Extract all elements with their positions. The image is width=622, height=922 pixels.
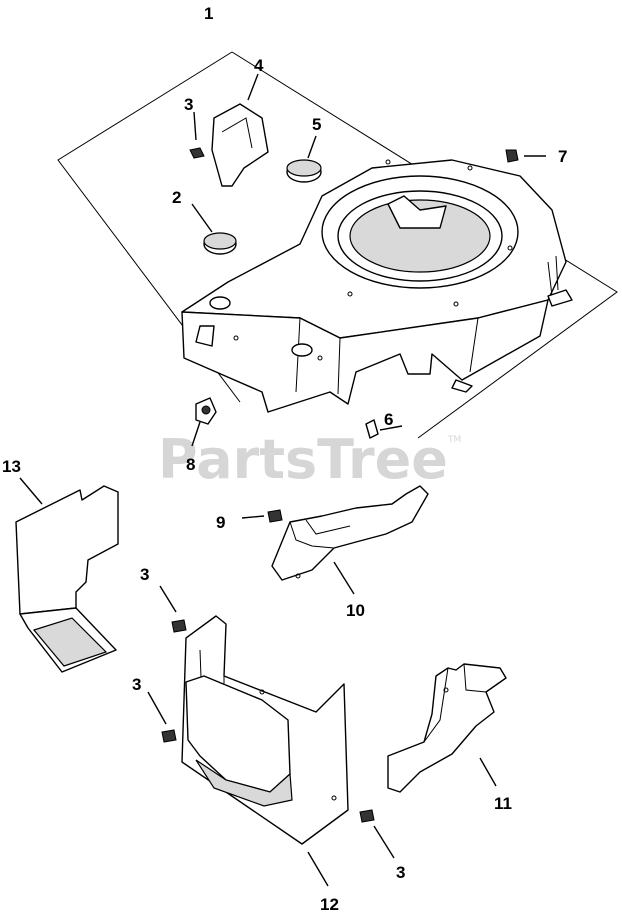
screw-part-9[interactable]: [241, 509, 283, 523]
callout-12: 12: [320, 895, 339, 914]
screw-part-7[interactable]: [505, 149, 546, 163]
screw-part-3-mid[interactable]: [159, 585, 187, 633]
assembly-boundary: [57, 51, 618, 439]
bracket-part-10[interactable]: [271, 485, 429, 595]
callout-2: 2: [172, 188, 181, 207]
shield-part-13[interactable]: [15, 477, 119, 673]
watermark-trademark: TM: [447, 435, 461, 445]
callout-1: 1: [204, 4, 213, 23]
callout-3-bottom: 3: [396, 863, 405, 882]
callout-8: 8: [186, 455, 195, 474]
watermark-text: PartsTree: [158, 428, 448, 491]
callout-3-top: 3: [184, 95, 193, 114]
screw-part-3-top[interactable]: [189, 111, 205, 159]
callout-6: 6: [384, 410, 393, 429]
grommet-part-8[interactable]: [191, 397, 217, 447]
plug-part-2[interactable]: [191, 203, 237, 255]
blower-housing[interactable]: [181, 159, 573, 413]
screw-part-3-left[interactable]: [147, 691, 177, 743]
callout-10: 10: [346, 601, 365, 620]
callout-3-left: 3: [132, 675, 141, 694]
callout-3-mid: 3: [140, 565, 149, 584]
callout-13: 13: [2, 457, 21, 476]
callout-7: 7: [558, 147, 567, 166]
shroud-part-12[interactable]: [181, 615, 349, 887]
callout-9: 9: [216, 513, 225, 532]
clip-part-6[interactable]: [365, 419, 403, 439]
callout-4: 4: [254, 56, 264, 75]
plug-part-5[interactable]: [286, 135, 322, 183]
bracket-part-11[interactable]: [387, 663, 507, 793]
callout-11: 11: [494, 794, 512, 813]
screw-part-3-bottom[interactable]: [359, 809, 395, 859]
callout-5: 5: [312, 115, 321, 134]
bracket-part-4[interactable]: [211, 73, 269, 187]
